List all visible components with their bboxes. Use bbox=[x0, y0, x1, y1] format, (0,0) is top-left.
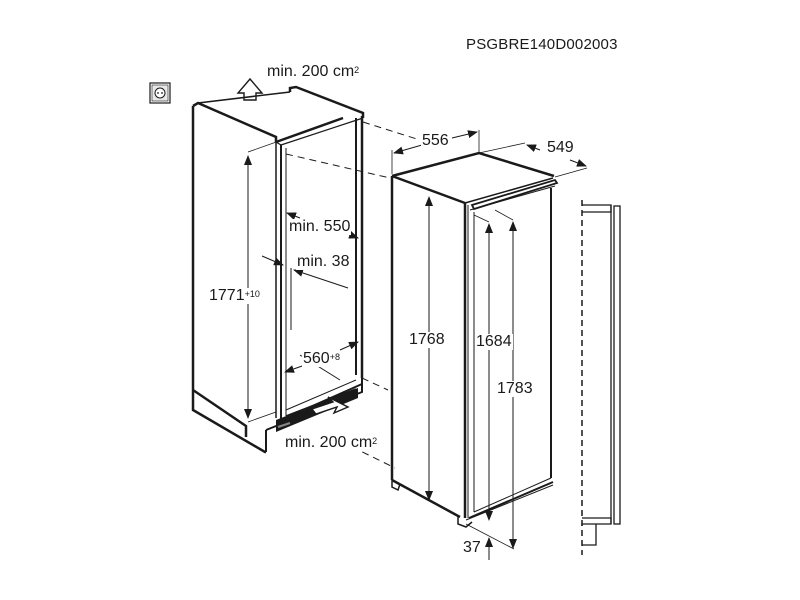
appliance-width-dimension bbox=[391, 130, 480, 174]
door-side-profile bbox=[581, 200, 621, 555]
niche-width-dimension bbox=[284, 341, 359, 373]
ventilation-in-arrow-icon bbox=[310, 396, 350, 415]
door-height-label: 1684 bbox=[475, 333, 513, 350]
door-height-dimension bbox=[473, 214, 493, 521]
ventilation-up-arrow-icon bbox=[236, 77, 264, 101]
body-height-label: 1768 bbox=[408, 331, 446, 348]
niche-depth-label: min. 550 bbox=[288, 218, 352, 235]
niche-height-label: 1771+10 bbox=[208, 287, 261, 304]
model-code: PSGBRE140D002003 bbox=[466, 36, 618, 53]
top-ventilation-label: min. 200 cm2 bbox=[267, 63, 360, 80]
plinth-height-label: 37 bbox=[462, 539, 482, 556]
power-socket-icon bbox=[149, 82, 171, 104]
rear-gap-dimension bbox=[261, 255, 349, 330]
bottom-ventilation-label: min. 200 cm2 bbox=[284, 434, 379, 451]
total-height-label: 1783 bbox=[496, 380, 534, 397]
niche-width-label: 560+8 bbox=[302, 350, 341, 367]
appliance-depth-dimension bbox=[478, 142, 588, 178]
appliance-depth-label: 549 bbox=[546, 139, 575, 156]
rear-gap-label: min. 38 bbox=[296, 253, 351, 270]
niche-height-dimension bbox=[244, 139, 283, 423]
appliance-width-label: 556 bbox=[421, 132, 450, 149]
